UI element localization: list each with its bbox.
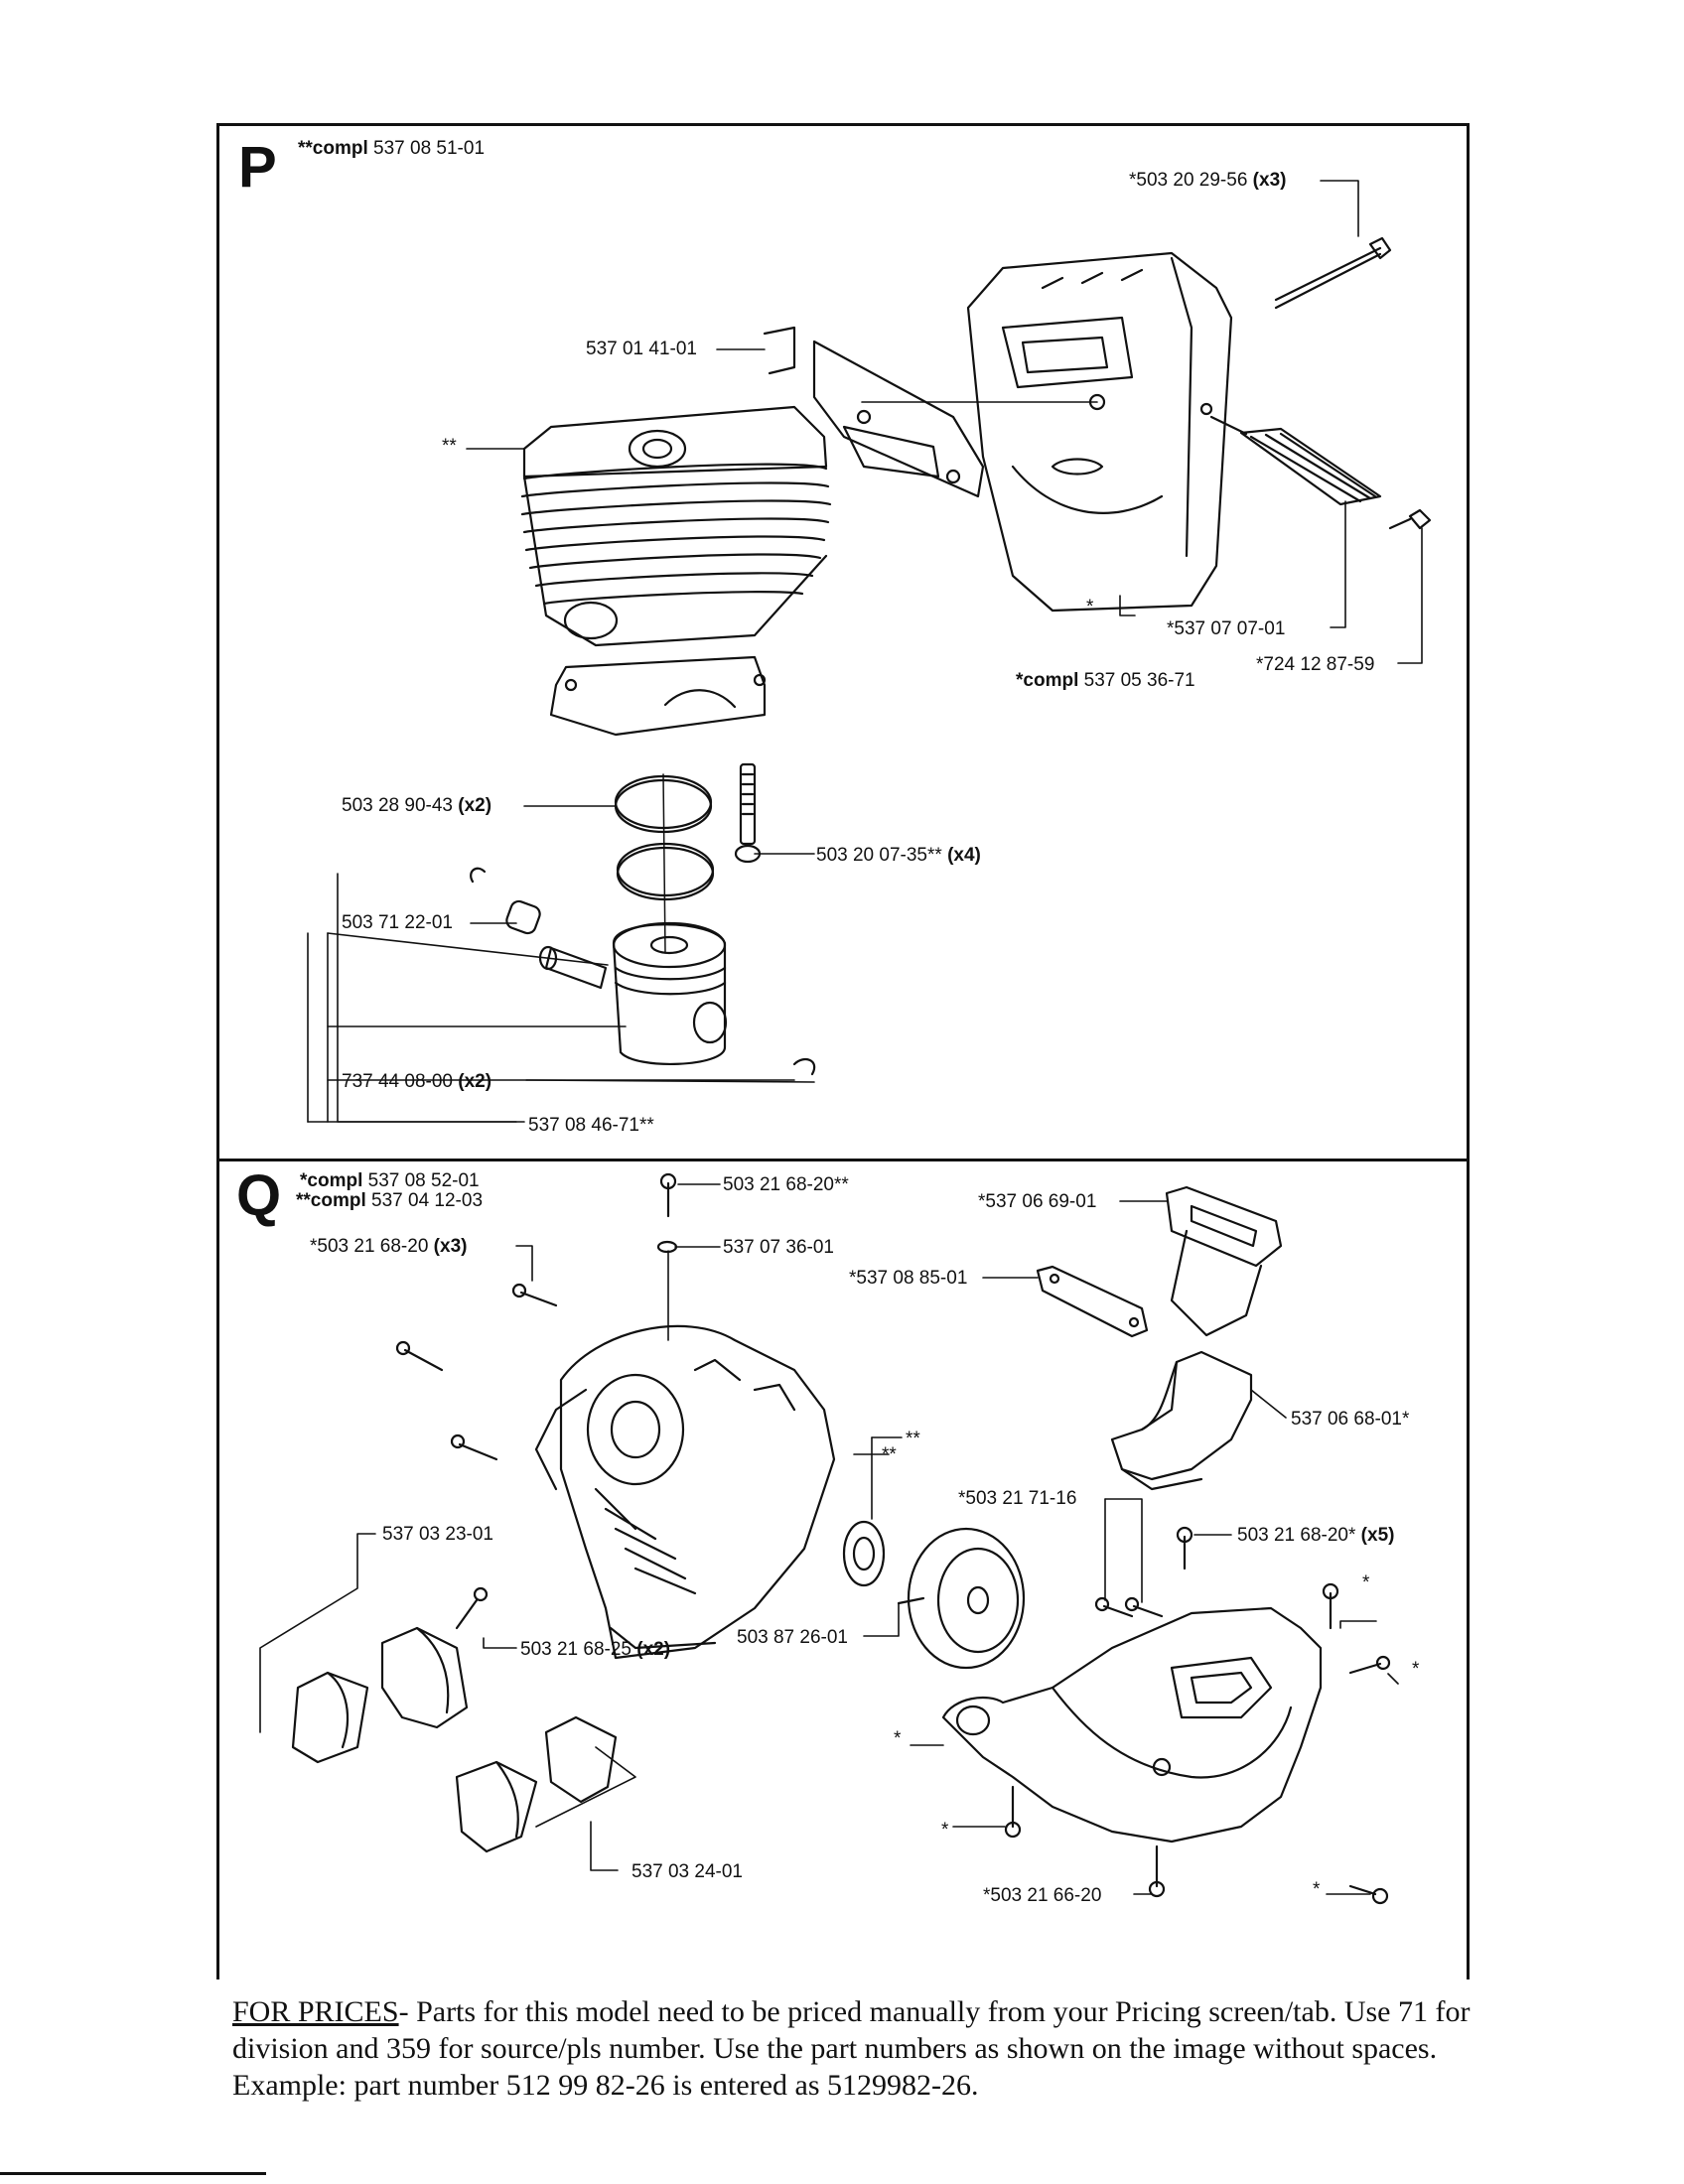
muffler-screw-drawing bbox=[1274, 236, 1392, 310]
part-number: *503 21 68-20 bbox=[310, 1236, 429, 1257]
section-q-screws bbox=[395, 1172, 1391, 1905]
label-bracket: 537 01 41-01 bbox=[586, 339, 697, 359]
label-star-4: * bbox=[941, 1820, 949, 1841]
part-qty: (x2) bbox=[458, 795, 492, 816]
label-washer: 537 07 36-01 bbox=[723, 1237, 834, 1258]
label-screw-b: *503 21 71-16 bbox=[958, 1488, 1077, 1509]
pricing-note-lead: FOR PRICES bbox=[232, 1995, 399, 2028]
cylinder-drawing bbox=[520, 405, 832, 737]
label-screw-top: 503 21 68-20** bbox=[723, 1174, 849, 1195]
label-clutch-drum: 503 87 26-01 bbox=[737, 1627, 848, 1648]
label-insulator: 537 06 68-01* bbox=[1291, 1409, 1410, 1430]
label-clamp: 537 03 24-01 bbox=[632, 1861, 743, 1882]
section-q-leaders bbox=[259, 1183, 1399, 1895]
label-needle-bearing: 503 71 22-01 bbox=[342, 912, 453, 933]
section-p-leaders bbox=[307, 180, 1423, 1123]
compl-number: 537 04 12-03 bbox=[371, 1190, 484, 1211]
label-bearing-mark: ** bbox=[906, 1429, 920, 1449]
compl-number: 537 08 52-01 bbox=[367, 1170, 480, 1191]
label-circlip: 737 44 08-00 (x2) bbox=[342, 1072, 491, 1091]
compl-prefix: **compl bbox=[298, 138, 368, 159]
part-qty: (x5) bbox=[1360, 1525, 1395, 1546]
label-screw-e: *503 21 66-20 bbox=[983, 1885, 1102, 1906]
section-q-letter: Q bbox=[236, 1163, 282, 1228]
part-qty: (x3) bbox=[433, 1236, 468, 1257]
pricing-note: FOR PRICES- Parts for this model need to… bbox=[232, 1993, 1503, 2104]
part-number: 503 21 68-20* bbox=[1237, 1525, 1356, 1546]
label-gasket-1: *537 06 69-01 bbox=[978, 1191, 1097, 1212]
pricing-note-text: - Parts for this model need to be priced… bbox=[232, 1995, 1471, 2102]
label-screen-screw: *724 12 87-59 bbox=[1256, 654, 1375, 675]
part-qty: (x3) bbox=[1252, 170, 1287, 191]
part-qty: (x4) bbox=[947, 845, 981, 866]
label-star-2: * bbox=[1412, 1659, 1420, 1680]
gaskets-drawing bbox=[1036, 1185, 1283, 1338]
cylinder-screw-drawing bbox=[734, 762, 762, 864]
label-gasket-2: *537 08 85-01 bbox=[849, 1268, 968, 1289]
clutch-drum-drawing bbox=[897, 1527, 1026, 1670]
muffler-drawing bbox=[966, 251, 1233, 613]
label-crankcase-mark: ** bbox=[882, 1444, 897, 1465]
clamp-drawing bbox=[455, 1715, 618, 1853]
label-screw-d: 503 21 68-25 (x2) bbox=[520, 1640, 670, 1659]
part-number: *503 20 29-56 bbox=[1129, 170, 1248, 191]
label-screw-a: *503 21 68-20 (x3) bbox=[310, 1237, 467, 1256]
section-p-compl: **compl 537 08 51-01 bbox=[298, 139, 485, 158]
label-star-1: * bbox=[1362, 1572, 1370, 1593]
label-piston-kit: 537 08 46-71** bbox=[528, 1115, 654, 1136]
crankcase-drawing bbox=[534, 1324, 836, 1660]
section-q-compl-2: **compl 537 04 12-03 bbox=[296, 1191, 483, 1210]
compl-number: 537 08 51-01 bbox=[373, 138, 486, 159]
part-number: 503 20 07-35** bbox=[816, 845, 942, 866]
label-screen: *537 07 07-01 bbox=[1167, 618, 1286, 639]
part-number: 737 44 08-00 bbox=[342, 1071, 453, 1092]
label-cylinder-mark: ** bbox=[442, 436, 457, 457]
bracket-drawing bbox=[763, 326, 985, 498]
compl-prefix: *compl bbox=[300, 1170, 363, 1191]
compl-prefix: *compl bbox=[1016, 670, 1079, 691]
label-cylinder-screw: 503 20 07-35** (x4) bbox=[816, 846, 981, 865]
footer-rule bbox=[0, 2172, 266, 2175]
screen-drawing bbox=[1209, 415, 1432, 530]
part-qty: (x2) bbox=[636, 1639, 671, 1660]
section-q-compl-1: *compl 537 08 52-01 bbox=[300, 1171, 480, 1190]
label-screw-c: 503 21 68-20* (x5) bbox=[1237, 1526, 1394, 1545]
compl-prefix: **compl bbox=[296, 1190, 366, 1211]
section-p-letter: P bbox=[238, 135, 277, 200]
insulator-drawing bbox=[1110, 1350, 1253, 1491]
section-q-frame bbox=[216, 1156, 1470, 1979]
label-holder: 537 03 23-01 bbox=[382, 1524, 493, 1545]
bearing-drawing bbox=[842, 1520, 886, 1587]
part-number: 503 28 90-43 bbox=[342, 795, 453, 816]
compl-number: 537 05 36-71 bbox=[1083, 670, 1195, 691]
lower-crankcase-drawing bbox=[941, 1606, 1323, 1843]
label-muffler-screw: *503 20 29-56 (x3) bbox=[1129, 171, 1286, 190]
label-star-3: * bbox=[894, 1728, 902, 1749]
label-piston-ring: 503 28 90-43 (x2) bbox=[342, 796, 491, 815]
label-muffler-mark: * bbox=[1086, 597, 1094, 617]
part-qty: (x2) bbox=[458, 1071, 492, 1092]
label-muffler-compl: *compl 537 05 36-71 bbox=[1016, 671, 1195, 690]
piston-drawing bbox=[470, 867, 816, 1076]
part-number: 503 21 68-25 bbox=[520, 1639, 632, 1660]
section-p-frame bbox=[216, 123, 1470, 1161]
holder-drawing bbox=[291, 1626, 469, 1764]
label-star-5: * bbox=[1313, 1879, 1321, 1900]
